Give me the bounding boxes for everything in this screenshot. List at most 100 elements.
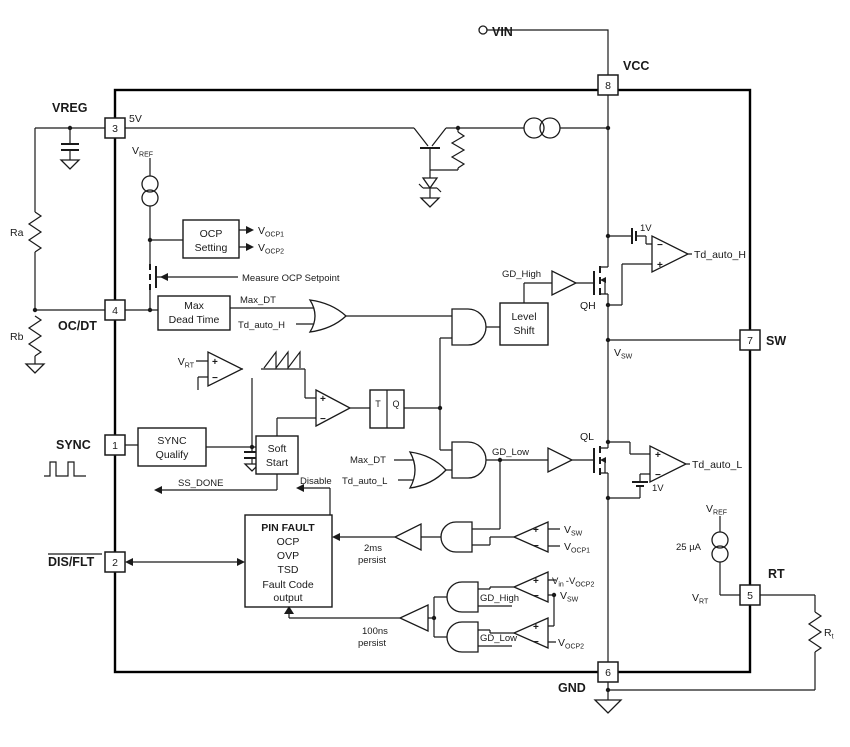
fault-100ns-arrow [284,606,294,614]
ss-done-label: SS_DONE [178,478,223,489]
vocp2-ls-label: VOCP2 [558,637,584,651]
and-gate-high-side [451,308,487,346]
ocp-setpoint-mosfet [149,264,157,290]
pin-fault-output: output [273,592,302,604]
resistor-rb [27,315,43,357]
ls-comp-minus: − [533,637,539,648]
vreg-label: VREG [52,101,87,115]
one-volt-low-label: 1V [652,483,664,494]
junction-dots [32,125,611,693]
vsw-node-label: VSW [614,347,633,361]
level-shift-block [499,302,549,346]
disflt-label-group: DIS/FLT [48,553,102,569]
wires-100ns-fault [288,579,556,647]
wires-power-rail [487,29,609,662]
rt-current-source [711,531,729,563]
soft-start-block [255,435,299,475]
gd-high-stub-label: GD_High [480,593,519,604]
ocp-setting-line2: Setting [195,242,228,254]
ground-main [593,699,623,714]
soft-start-line2: Start [266,457,288,469]
resistor-regulator [450,131,466,169]
max-dead-time-line2: Dead Time [169,314,220,326]
pin-fault-ocp: OCP [277,536,300,548]
pwm-latch [369,389,405,429]
measure-arrow [160,273,168,281]
ql-label: QL [580,431,594,443]
pin-7-number: 7 [747,335,753,347]
vref-left-label: VREF [132,145,153,159]
max-dead-time-line1: Max [184,300,205,312]
vref-current-source [141,175,159,207]
ra-label: Ra [10,227,24,239]
gnd-label: GND [558,681,586,695]
disflt-arrow-right [237,558,245,566]
pin-5-rt: 5 [739,584,761,606]
ocp1-comp-plus: + [533,525,539,536]
ic-boundary [113,88,752,674]
rt-label: RT [768,567,785,581]
max-dt-high-label: Max_DT [240,295,276,306]
vcc-label: VCC [623,59,649,73]
ocp1-comparator [512,521,549,553]
ground-vreg-cap [59,159,81,170]
td-auto-h-in-label: Td_auto_H [238,320,285,331]
measure-ocp-label: Measure OCP Setpoint [242,273,340,284]
or-gate-deadtime-high [308,299,347,333]
td-auto-h-comparator [651,234,690,274]
vrt-left-label: VRT [178,356,195,370]
pin-4-number: 4 [112,305,118,317]
sync-qualify-line2: Qualify [156,449,189,461]
max-dead-time-block [157,295,231,331]
ocp1-comp-minus: − [533,541,539,552]
ground-rb [24,363,46,374]
or-gate-deadtime-low [408,451,447,489]
and-gate-2ms [440,521,473,553]
tdh-comp-minus: − [657,240,663,251]
vocp1-out-label: VOCP1 [258,225,284,239]
pin-4-ocdt: 4 [104,299,126,321]
sync-qualify-block [137,427,207,467]
pin-3-number: 3 [112,123,118,135]
tdh-comp-plus: + [657,260,663,271]
disable-label: Disable [300,476,332,487]
pin-fault-faultcode: Fault Code [262,579,314,591]
ocp-setting-block [182,219,240,259]
wires-td-auto-l [608,441,690,499]
sw-label: SW [766,334,786,348]
and-gate-gdlow-oc [446,621,479,653]
rb-label: Rb [10,331,24,343]
ua25-label: 25 µA [676,542,702,553]
gd-low-buffer [547,446,574,474]
capacitor-vreg [61,143,79,151]
battery-1v-low [632,481,648,487]
ssdone-arrow [154,486,162,494]
latch-q-label: Q [392,399,399,409]
vocp1-2ms-label: VOCP1 [564,541,590,555]
persist-100ns-buffer [398,603,429,633]
pin-fault-ovp: OVP [277,550,299,562]
sync-label: SYNC [56,438,91,452]
disflt-label: DIS/FLT [48,555,95,569]
vcc-current-source [523,117,561,139]
latch-t-label: T [375,399,381,409]
pin-2-number: 2 [112,557,118,569]
hs-oc-comparator [512,571,549,603]
pin-fault-tsd: TSD [278,564,299,576]
persist-2ms-line1: 2ms [364,543,382,554]
wires-deadtime-levelshift [230,282,594,339]
sawtooth-waveform [263,350,301,370]
wires-rt-gnd [607,516,816,700]
vocp1-arrow [246,226,254,234]
level-shift-line1: Level [511,311,536,323]
ocdt-label: OC/DT [58,319,97,333]
vref-right-label: VREF [706,503,727,517]
tdl-comp-minus: − [655,470,661,481]
max-dt-low-label: Max_DT [350,455,386,466]
and-gate-low-side [451,441,487,479]
hs-comp-plus: + [533,576,539,587]
resistor-ra [27,211,43,253]
wires-2ms-fault [340,528,560,547]
rt-resistor-label: Rt [824,627,834,641]
